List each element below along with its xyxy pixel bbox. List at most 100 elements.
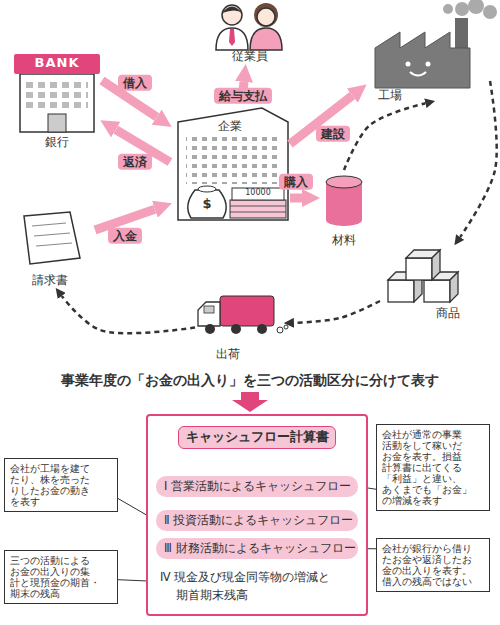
exhaust [277,327,283,333]
money-bag [188,190,226,218]
wheel [205,324,215,334]
truck-trailer [220,296,274,326]
goods-boxes [388,250,458,302]
node-text: 出荷 [200,348,255,362]
employees-figure [216,3,282,50]
paper-lines [32,223,72,246]
statement-box: キャッシュフロー計算書 Ⅰ 営業活動によるキャッシュフロー Ⅱ 投資活動によるキャッ… [146,414,368,616]
node-text: 10000 [232,189,284,197]
node-text: Ⅲ 財務活動によるキャッシュフロー [164,538,356,559]
factory-eye [426,62,431,67]
bill [232,188,284,200]
company-illustration: 企業 $10000 [170,102,290,222]
man-head [222,5,242,25]
activity-band: Ⅰ 営業活動によるキャッシュフロー [156,476,358,497]
truck-window [204,306,214,313]
node-text: 企業 [210,120,250,134]
balance-item: Ⅳ 現金及び現金同等物の増減と 期首期末残高 [156,566,360,610]
heading-text: 事業年度の「お金の出入り」を三つの活動区分に分けて表す [0,372,500,390]
down-arrow [232,392,268,412]
box-front [424,280,450,302]
edge-label: 返済 [118,154,152,170]
node-text: 会社が工場を建て たり、株を売った りしたお金の動き を表す [10,463,112,507]
smoke [468,0,484,14]
edge-label: 建設 [316,126,350,142]
woman-hair [254,3,278,27]
goods-flow-arrow [344,103,425,170]
bank-windows [26,80,88,110]
edge-label: 購入 [279,174,313,190]
node-text: キャッシュフロー計算書 [178,426,336,449]
smoke [483,5,497,19]
node-text: 銀行 [12,136,102,150]
employees-illustration: 従業員 [205,0,295,66]
box-front [406,258,432,280]
goods-flow-arrow [460,81,497,237]
man-body [216,28,248,50]
man-tie [229,29,235,46]
invoice-illustration: 請求書 [15,210,95,290]
factory-smile [410,72,426,76]
node-text: 請求書 [15,274,85,288]
truck [198,296,288,334]
woman-head [257,8,275,26]
factory-body [375,32,470,88]
company-wall [178,108,288,220]
smoke [443,4,453,14]
company-building [178,108,288,220]
material-cylinder [326,176,362,226]
node-text: 会社が銀行から借り たお金や返済したお 金の出入りを表す。 借入の残高ではない [382,543,484,587]
box-front [388,280,414,302]
shipping-illustration: 出荷 [195,290,285,365]
paper [24,212,80,264]
bill-stack-lines [230,206,286,212]
bank-door [48,114,66,132]
activity-band: Ⅱ 投資活動によるキャッシュフロー [156,510,358,531]
callout-box: 三つの活動による お金の出入りの集 計と現預金の期首・ 期末の残高 [4,550,118,604]
smoke [455,2,469,16]
truck-cab [198,302,220,326]
callout-box: 会社が工場を建て たり、株を売った りしたお金の動き を表す [4,458,118,512]
bill-stack [230,200,286,218]
edge-label: 借入 [118,75,152,91]
money-flow-arrow [290,194,302,203]
factory-eye [406,62,411,67]
callout-box: 会社が通常の事業 活動をして稼いだ お金を表す。損益 計算書に出てくる 「利益」… [376,424,490,511]
goods-flow-arrow [294,301,380,323]
factory-illustration: 工場 [365,5,490,100]
node-text: Ⅳ 現金及び現金同等物の増減と 期首期末残高 [160,568,356,605]
invoice-paper [24,212,80,264]
cylinder-bottom [326,214,362,226]
man-hair [222,7,242,14]
node-text: 従業員 [205,50,295,64]
callout-box: 会社が銀行から借り たお金や返済したお 金の出入りを表す。 借入の残高ではない [376,538,490,592]
woman-body [250,28,282,50]
company-windows [186,136,280,184]
goods-flow-arrow [62,296,195,333]
node-text: 三つの活動による お金の出入りの集 計と現預金の期首・ 期末の残高 [10,555,112,599]
bank-wall [20,74,94,132]
money-bag-tie [198,186,216,192]
node-text: $ [197,197,217,212]
exhaust [284,325,288,329]
wheel [257,324,267,334]
material-illustration: 材料 [318,170,370,250]
node-text: BANK [14,56,100,71]
node-text: 材料 [318,234,370,248]
factory-building [375,0,497,88]
edge-label: 給与支払 [214,88,272,104]
money-flow-arrow [290,96,352,144]
activity-band: Ⅲ 財務活動によるキャッシュフロー [156,538,358,559]
bank-sign [14,54,100,74]
node-text: 商品 [420,307,475,321]
bank-illustration: BANK 銀行 [12,50,102,152]
goods-illustration: 商品 [380,245,475,325]
cylinder-top [326,176,362,188]
box-side [432,250,440,280]
node-text: Ⅰ 営業活動によるキャッシュフロー [164,476,351,497]
edge-label: 入金 [108,227,142,243]
node-text: 会社が通常の事業 活動をして稼いだ お金を表す。損益 計算書に出てくる 「利益」… [382,429,484,506]
node-text: 工場 [365,89,415,103]
wheel [231,324,241,334]
